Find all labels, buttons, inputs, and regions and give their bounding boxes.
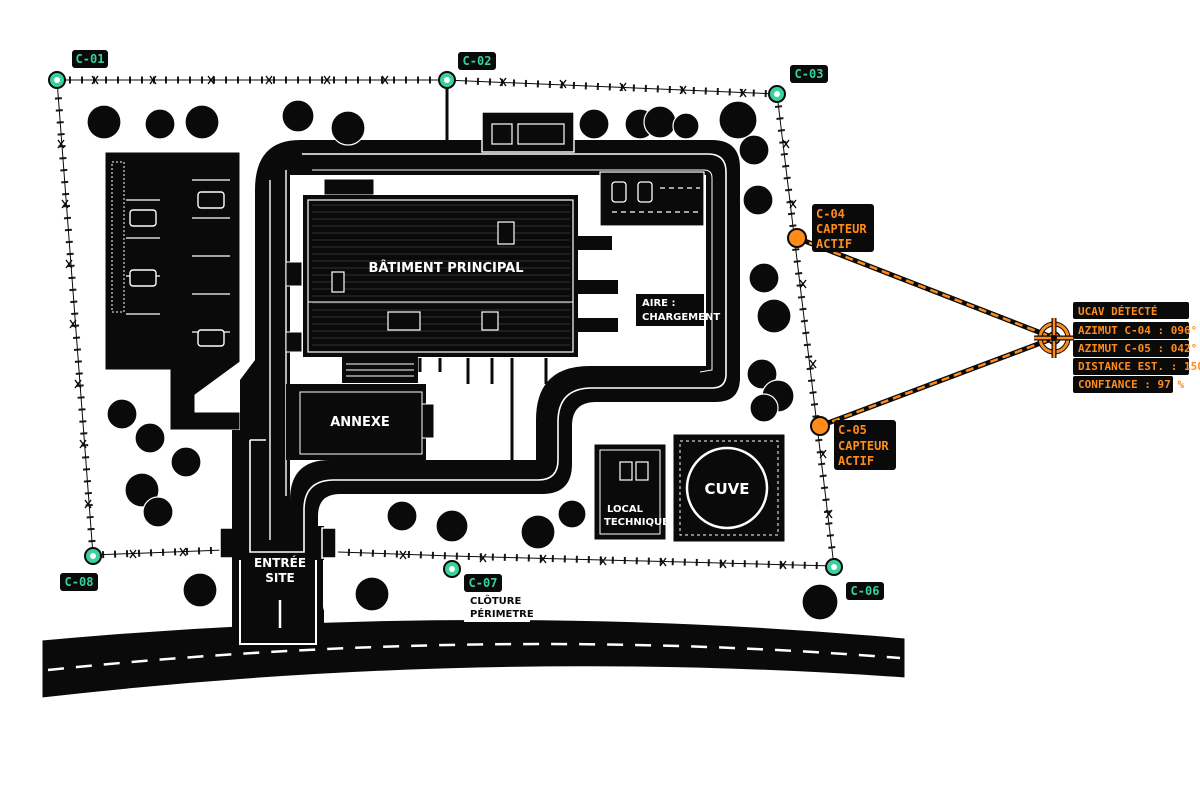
label-loading-line1: AIRE : [642,298,675,309]
tree [557,499,587,529]
tree [718,100,758,140]
tree [184,104,220,140]
triangulation-lines [796,235,1055,429]
site-entrance: ENTRÉE SITE [254,555,306,585]
loading-area: AIRE : CHARGEMENT [636,294,720,326]
public-road [41,619,906,699]
label-annex: ANNEXE [330,415,390,430]
target-crosshair-icon[interactable] [1034,318,1074,358]
tree [386,500,418,532]
label-entrance-line2: SITE [265,571,295,585]
tree [738,134,770,166]
sensor-status-c05-line1: CAPTEUR [838,439,889,453]
camera-c03[interactable]: C-03 [768,65,828,103]
camera-c02[interactable]: C-02 [438,52,496,89]
main-building: BÂTIMENT PRINCIPAL [285,179,618,470]
north-gatehouse [445,84,575,153]
tree [142,496,174,528]
tree [106,398,138,430]
sensor-label-c05: C-05 [838,423,867,437]
service-parking [599,171,705,227]
tree [86,104,122,140]
label-fence-line2: PÉRIMETRE [470,607,534,620]
tree [281,99,315,133]
tree [578,108,610,140]
label-main-building: BÂTIMENT PRINCIPAL [368,260,523,276]
camera-label-c02: C-02 [463,54,492,68]
annex-building: ANNEXE [286,384,435,468]
tree [330,110,366,146]
tree [354,576,390,612]
camera-c01[interactable]: C-01 [48,50,108,89]
tree [182,572,218,608]
label-technical-line1: LOCAL [607,504,644,515]
sensor-status-c04-line1: CAPTEUR [816,222,867,236]
sensor-status-c04-line2: ACTIF [816,237,852,251]
alert-distance: DISTANCE EST. : 150 m [1078,360,1200,373]
tree [134,422,166,454]
label-fence-line1: CLÔTURE [470,594,521,607]
tree [170,446,202,478]
sensor-c05[interactable]: C-05 CAPTEUR ACTIF [810,416,896,470]
camera-label-c07: C-07 [469,576,498,590]
tree [748,262,780,294]
tree [749,393,779,423]
label-technical-line2: TECHNIQUE [604,517,669,528]
tree [801,583,839,621]
tree [756,298,792,334]
label-tank: CUVE [704,480,749,498]
fence-label: CLÔTURE PÉRIMETRE [464,592,534,622]
tree [435,509,469,543]
camera-c07[interactable]: C-07 [443,560,502,592]
camera-label-c06: C-06 [851,584,880,598]
sensor-label-c04: C-04 [816,207,845,221]
tree [746,358,778,390]
sensor-status-c05-line2: ACTIF [838,454,874,468]
tree [742,184,774,216]
alert-azimuth-c05: AZIMUT C-05 : 042° [1078,342,1197,355]
label-loading-line2: CHARGEMENT [642,312,720,323]
sensor-c04[interactable]: C-04 CAPTEUR ACTIF [787,204,874,252]
technical-room: LOCAL TECHNIQUE [593,443,669,541]
camera-label-c03: C-03 [795,67,824,81]
trees [86,99,839,621]
tree [643,105,677,139]
tree [144,108,176,140]
camera-c06[interactable]: C-06 [825,558,884,600]
detection-alert-panel: UCAV DÉTECTÉ AZIMUT C-04 : 096° AZIMUT C… [1073,302,1200,393]
camera-label-c01: C-01 [76,52,105,66]
parking-lot [104,151,241,431]
tree [520,514,556,550]
camera-c08[interactable]: C-08 [60,547,102,591]
alert-azimuth-c04: AZIMUT C-04 : 096° [1078,324,1197,337]
tree [672,112,700,140]
label-entrance-line1: ENTRÉE [254,555,306,570]
tank: CUVE [672,433,786,543]
camera-label-c08: C-08 [65,575,94,589]
alert-confidence: CONFIANCE : 97 % [1078,378,1184,391]
alert-title: UCAV DÉTECTÉ [1078,305,1157,318]
